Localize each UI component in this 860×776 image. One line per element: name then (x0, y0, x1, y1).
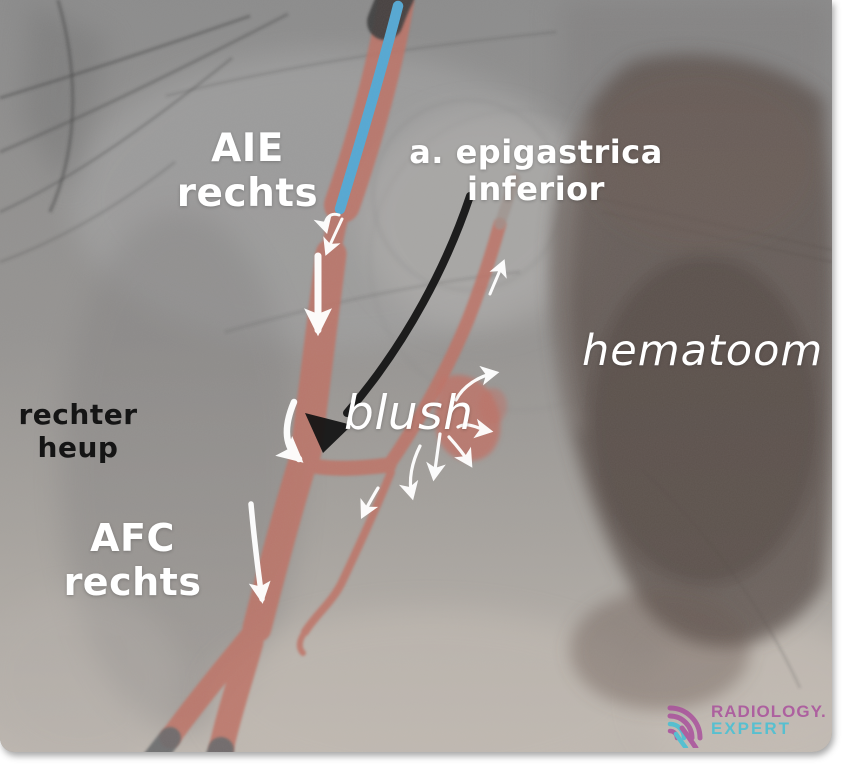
label-epigastrica-line2: inferior (467, 170, 605, 208)
label-aie-line1: AIE (211, 126, 284, 171)
label-blush: blush (344, 386, 474, 441)
label-afc-rechts: AFC rechts (25, 516, 240, 604)
label-rechter-heup: rechter heup (2, 398, 154, 464)
arrow-afc-flow (248, 501, 271, 604)
radiology-expert-logo-icon (667, 705, 703, 748)
arrow-blush-1 (454, 365, 500, 402)
label-aie-line2: rechts (176, 171, 319, 216)
radiology-expert-wordmark: RADIOLOGY. EXPERT (711, 703, 827, 737)
label-epigastrica-line1: a. epigastrica (409, 133, 663, 171)
xray-content: AIE rechts a. epigastrica inferior hemat… (0, 0, 832, 752)
arrow-blush-4 (426, 432, 446, 482)
label-afc-line2: rechts (63, 560, 202, 604)
label-epigastrica-inferior: a. epigastrica inferior (392, 134, 680, 208)
arrow-catheter-tip (323, 217, 344, 256)
arrow-epigastrica-flow (488, 259, 507, 296)
label-heup-line1: rechter (18, 398, 138, 431)
arrow-blush-5 (398, 444, 422, 501)
label-afc-line1: AFC (90, 516, 175, 560)
epigastrica-pointer-arrow (305, 192, 474, 453)
film-grain (0, 0, 832, 752)
label-aie-rechts: AIE rechts (140, 126, 355, 216)
arrow-blush-3 (447, 435, 473, 468)
flow-arrows (248, 212, 507, 604)
logo-word-radiology: RADIOLOGY. (711, 702, 827, 721)
radiology-expert-logo: RADIOLOGY. EXPERT (662, 692, 827, 748)
logo-word-expert: EXPERT (711, 719, 792, 738)
arrow-blush-2 (456, 418, 494, 439)
label-hematoom: hematoom (582, 326, 824, 376)
arrow-blush-6 (360, 486, 380, 520)
arrow-bifurcation-flow (275, 398, 304, 463)
label-heup-line2: heup (37, 431, 119, 464)
xray-scene (0, 0, 832, 752)
arrow-catheter-tip-hook (313, 212, 341, 235)
